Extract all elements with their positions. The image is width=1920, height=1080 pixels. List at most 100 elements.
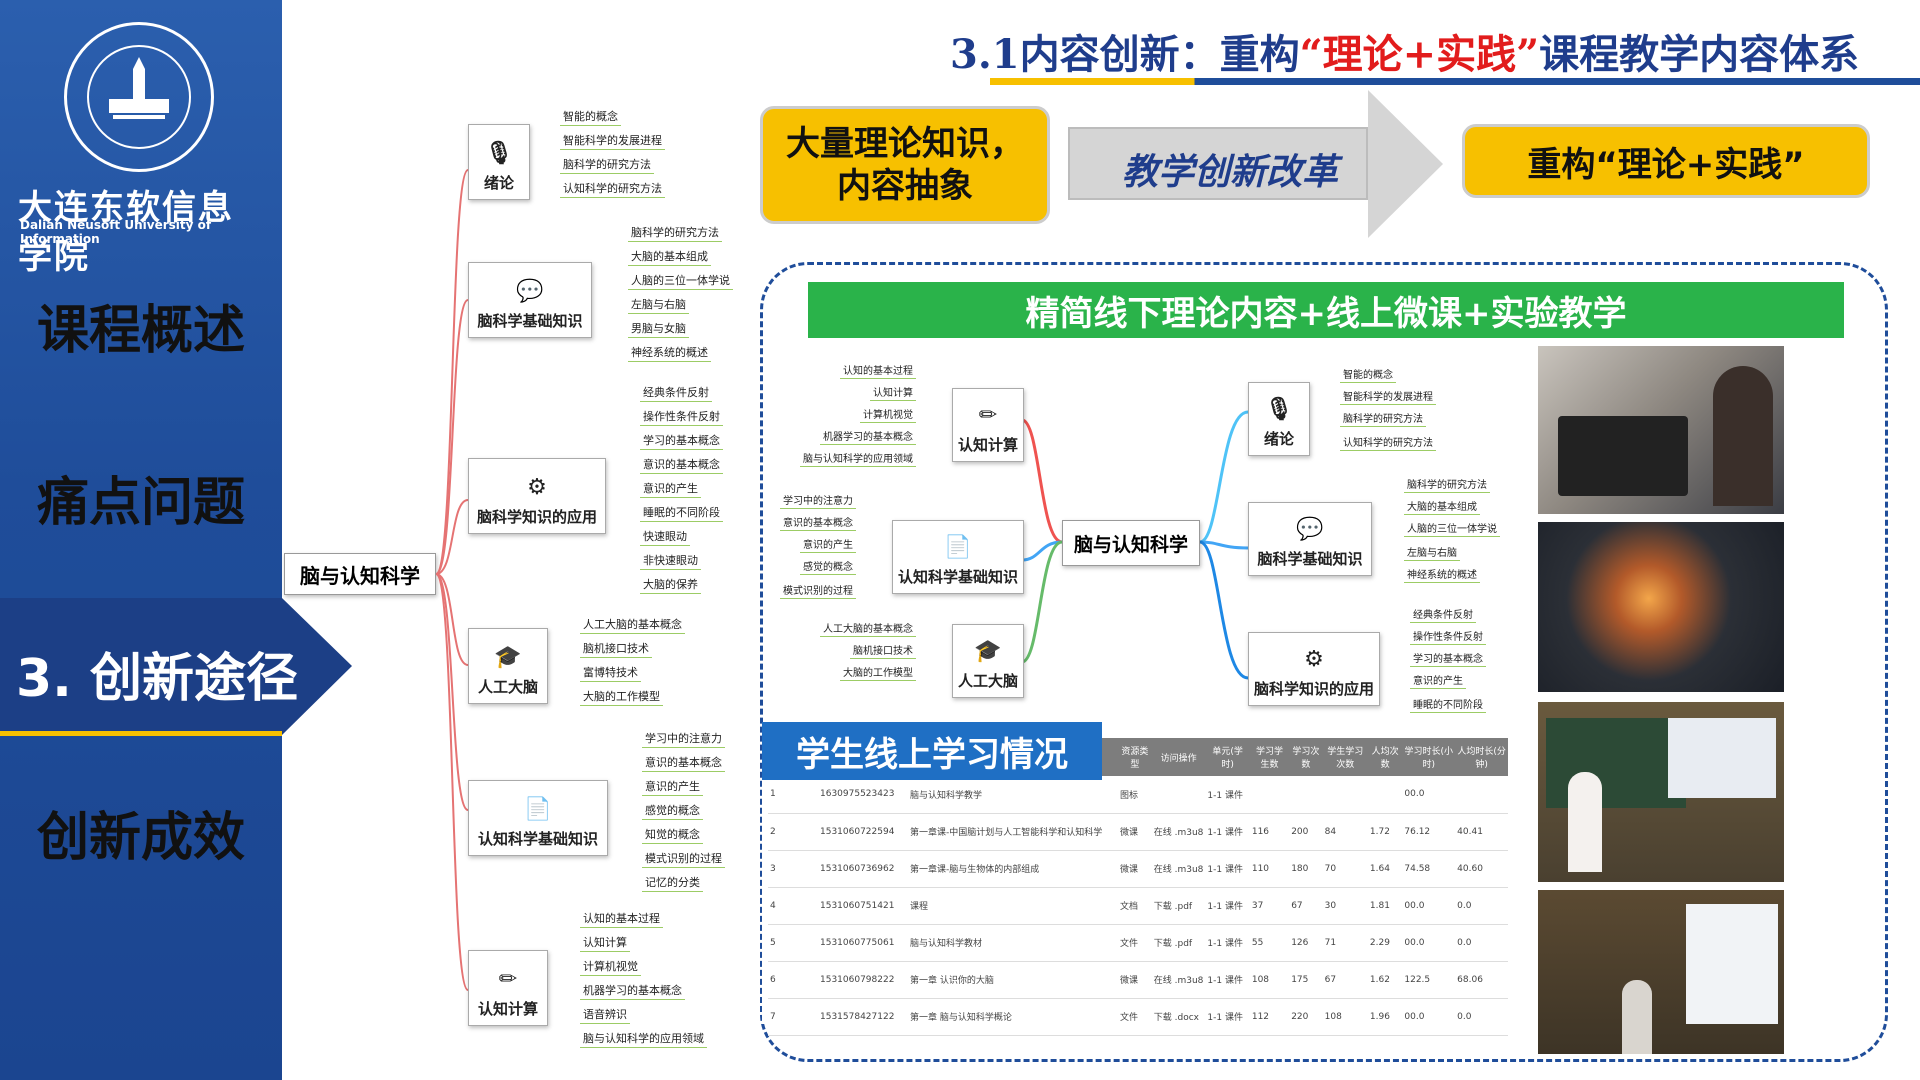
table-cell: 脑与认知科学教学 <box>908 776 1118 814</box>
leaf: 脑科学的研究方法 <box>560 156 654 174</box>
table-cell: 1.62 <box>1367 961 1403 999</box>
leaf: 机器学习的基本概念 <box>820 428 916 445</box>
leaf: 大脑的基本组成 <box>628 248 711 266</box>
inner-branch-brain-application: ⚙脑科学知识的应用 <box>1248 632 1380 706</box>
gears-icon: ⚙ <box>1304 647 1324 672</box>
table-cell <box>1455 776 1508 814</box>
table-cell: 下载 .pdf <box>1151 924 1206 962</box>
table-cell <box>1289 776 1323 814</box>
photo-lab-student <box>1538 346 1784 514</box>
nav-item-innovation[interactable]: 3. 创新途径 <box>16 649 299 709</box>
leaf: 模式识别的过程 <box>642 850 725 868</box>
leaf: 学习的基本概念 <box>640 432 723 450</box>
inner-mindmap-root: 脑与认知科学 <box>1062 520 1200 566</box>
leaf: 学习的基本概念 <box>1410 650 1486 667</box>
table-cell: 第一章课-中国脑计划与人工智能科学和认知科学 <box>908 813 1118 851</box>
inner-branch-intro: 🎙绪论 <box>1248 382 1310 456</box>
leaf: 智能科学的发展进程 <box>1340 388 1436 405</box>
sidebar: 大连东软信息学院 Dalian Neusoft University of In… <box>0 0 282 1080</box>
leaf: 人工大脑的基本概念 <box>580 616 685 634</box>
leaf: 人工大脑的基本概念 <box>820 620 916 637</box>
speaker-shape <box>1622 980 1652 1054</box>
logo-emblem <box>87 45 191 149</box>
table-cell: 00.0 <box>1402 776 1456 814</box>
leaf: 认知计算 <box>870 384 916 401</box>
school-name-en: Dalian Neusoft University of Information <box>20 218 212 246</box>
branch-artificial-brain: 🎓人工大脑 <box>468 628 548 704</box>
gears-icon: ⚙ <box>527 475 547 500</box>
table-cell: 文件 <box>1118 998 1152 1036</box>
inner-branch-artificial-brain: 🎓人工大脑 <box>952 624 1024 698</box>
leaf: 人脑的三位一体学说 <box>1404 520 1500 537</box>
leaf: 认知科学的研究方法 <box>560 180 665 198</box>
branch-brain-basics: 💬脑科学基础知识 <box>468 262 592 338</box>
table-cell <box>1322 776 1368 814</box>
leaf: 脑机接口技术 <box>850 642 916 659</box>
photo-simulation-screen <box>1538 522 1784 692</box>
table-cell: 微课 <box>1118 813 1152 851</box>
person-shape <box>1713 366 1773 506</box>
nav-item-pain-points[interactable]: 痛点问题 <box>36 473 245 533</box>
leaf: 认知计算 <box>580 934 630 952</box>
title-prefix: 3.1内容创新：重构 <box>950 31 1300 78</box>
table-cell: 1531060775061 <box>818 924 908 962</box>
leaf: 脑机接口技术 <box>580 640 652 658</box>
table-cell: 1.72 <box>1367 813 1403 851</box>
branch-cognitive-basics: 📄认知科学基础知识 <box>468 780 608 856</box>
mindmap-connectors <box>435 169 469 991</box>
table-cell: 微课 <box>1118 850 1152 888</box>
table-cell: 1531060798222 <box>818 961 908 999</box>
reform-arrow <box>1068 127 1368 200</box>
document-icon: 📄 <box>944 535 972 560</box>
leaf: 经典条件反射 <box>1410 606 1476 623</box>
table-cell: 0.0 <box>1455 998 1508 1036</box>
reform-label: 教学创新改革 <box>1121 152 1338 193</box>
leaf: 意识的基本概念 <box>642 754 725 772</box>
nav-item-results[interactable]: 创新成效 <box>36 808 245 868</box>
table-cell: 5 <box>768 924 818 962</box>
table-cell: 110 <box>1249 850 1290 888</box>
leaf: 意识的基本概念 <box>780 514 856 531</box>
table-cell: 在线 .m3u8 <box>1151 961 1206 999</box>
microphone-icon: 🎙 <box>1265 397 1293 422</box>
table-cell: 175 <box>1289 961 1323 999</box>
table-cell: 108 <box>1322 998 1368 1036</box>
leaf: 人脑的三位一体学说 <box>628 272 733 290</box>
table-cell: 1-1 课件 <box>1205 887 1250 925</box>
table-cell: 1-1 课件 <box>1205 961 1250 999</box>
leaf: 智能的概念 <box>1340 366 1396 383</box>
table-cell: 2.29 <box>1367 924 1403 962</box>
panel-banner: 精简线下理论内容+线上微课+实验教学 <box>808 282 1844 338</box>
leaf: 睡眠的不同阶段 <box>640 504 723 522</box>
leaf: 大脑的保养 <box>640 576 701 594</box>
table-cell: 课程 <box>908 887 1118 925</box>
inner-branch-brain-basics: 💬脑科学基础知识 <box>1248 502 1372 576</box>
photo-classroom-presentation <box>1538 890 1784 1054</box>
leaf: 大脑的工作模型 <box>580 688 663 706</box>
nav-item-overview[interactable]: 课程概述 <box>36 301 245 361</box>
table-cell: 108 <box>1249 961 1290 999</box>
result-box: 重构“理论+实践” <box>1462 124 1870 198</box>
leaf: 左脑与右脑 <box>1404 544 1460 561</box>
leaf: 意识的产生 <box>800 536 856 553</box>
table-cell: 112 <box>1249 998 1290 1036</box>
table-cell: 脑与认知科学教材 <box>908 924 1118 962</box>
leaf: 操作性条件反射 <box>640 408 723 426</box>
slide-screen-shape <box>1686 904 1778 1024</box>
school-logo <box>64 22 214 172</box>
leaf: 知觉的概念 <box>642 826 703 844</box>
branch-brain-application: ⚙脑科学知识的应用 <box>468 458 606 534</box>
table-cell: 1 <box>768 776 818 814</box>
graduation-cap-icon: 🎓 <box>494 645 522 670</box>
leaf: 脑与认知科学的应用领域 <box>580 1030 707 1048</box>
table-cell: 在线 .m3u8 <box>1151 850 1206 888</box>
table-cell <box>1249 776 1290 814</box>
inner-branch-cognitive-computing: ✏认知计算 <box>952 388 1024 462</box>
tools-icon: ✏ <box>498 967 518 992</box>
table-cell <box>1367 776 1403 814</box>
